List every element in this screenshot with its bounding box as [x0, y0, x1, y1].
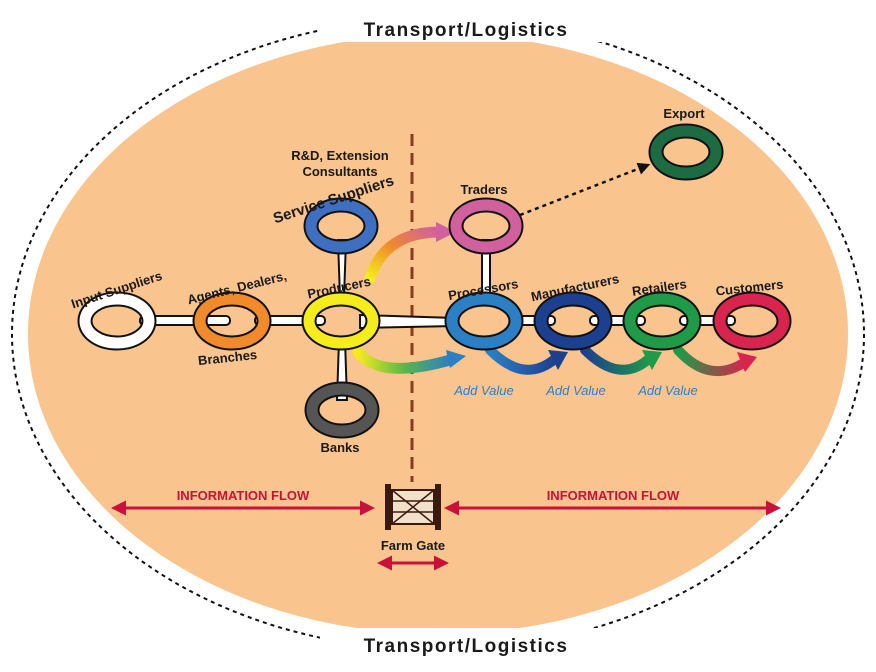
traders-ring-fill: [450, 199, 522, 253]
add-value-arrowhead-1: [548, 350, 568, 370]
bottom-label-bg: [320, 628, 612, 658]
producers-to-traders-arrow: [364, 226, 446, 284]
producers-ring-fill: [303, 293, 379, 349]
agents-ring-fill: [194, 293, 270, 349]
add-value-arrow-3: [673, 345, 750, 377]
banks-label: Banks: [320, 440, 359, 455]
add-value-label-2: Add Value: [545, 383, 606, 398]
background-ellipse: [28, 34, 848, 634]
farm-gate-icon: [385, 484, 441, 530]
rd-label-line1: R&D, Extension: [291, 148, 389, 163]
producers-to-processors-arrowhead: [446, 350, 466, 368]
service-suppliers-ring-fill: [305, 199, 377, 253]
add-value-arrowhead-2: [642, 350, 662, 370]
add-value-arrowhead-3: [737, 352, 757, 372]
input-suppliers-ring-fill: [79, 293, 155, 349]
customers-label: Customers: [715, 277, 784, 299]
retailers-ring-fill: [624, 293, 700, 349]
export-ring-fill: [650, 125, 722, 179]
add-value-arrow-1: [485, 345, 561, 375]
agents-label-line2: Branches: [197, 347, 257, 368]
traders-to-export-arrow: [519, 162, 651, 217]
add-value-label-3: Add Value: [637, 383, 698, 398]
producers-to-traders-arrowhead: [436, 222, 456, 242]
transport-logistics-bottom: Transport/Logistics: [364, 636, 569, 657]
rd-label-line2: Consultants: [302, 164, 377, 179]
export-label: Export: [663, 106, 705, 121]
manufacturers-ring-fill: [535, 293, 611, 349]
info-flow-left-label: INFORMATION FLOW: [177, 488, 310, 503]
add-value-label-1: Add Value: [453, 383, 514, 398]
banks-ring-fill: [306, 383, 378, 437]
add-value-arrow-2: [580, 345, 655, 375]
producers-to-processors-arrow: [352, 346, 456, 374]
customers-ring-fill: [714, 293, 790, 349]
top-label-bg: [318, 14, 614, 42]
processors-ring-fill: [446, 293, 522, 349]
farm-gate-label: Farm Gate: [381, 538, 445, 553]
traders-label: Traders: [461, 182, 508, 197]
info-flow-right-label: INFORMATION FLOW: [547, 488, 680, 503]
transport-logistics-top: Transport/Logistics: [364, 20, 569, 41]
